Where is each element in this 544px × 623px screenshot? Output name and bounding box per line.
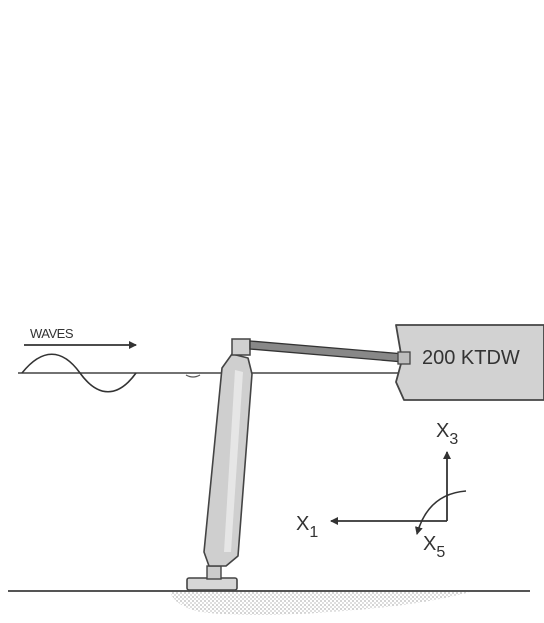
seabed-soil [170,592,470,615]
x5-label: X5 [423,533,445,561]
tower-base-joint [206,565,222,580]
x1-label: X1 [296,513,318,541]
waves-label: WAVES [30,326,74,341]
tower-base [186,577,238,591]
articulated-tower [186,338,253,591]
coordinate-axes: X3 X1 X5 [296,420,467,561]
x3-label: X3 [436,420,458,448]
tower-column-shade [224,370,243,552]
wave-curve [21,353,137,393]
surface-ripple [185,374,201,378]
mooring-yoke [249,340,405,363]
ship-label: 200 KTDW [422,347,520,369]
x5-rotation-arc [415,490,467,535]
ship-yoke-connector [397,351,411,365]
tower-head [231,338,251,356]
